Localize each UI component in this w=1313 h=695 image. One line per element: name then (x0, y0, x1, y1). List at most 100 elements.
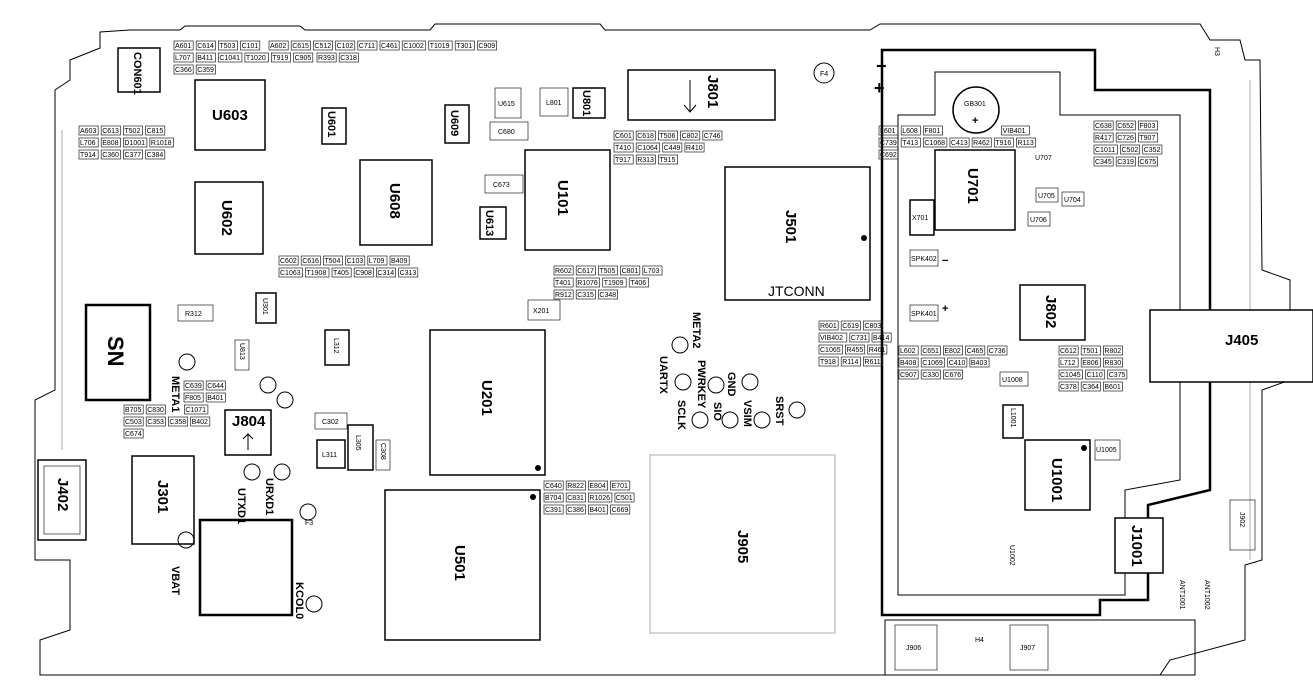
tp-vsim: VSIM (741, 400, 753, 427)
passive-label: C315 (577, 292, 594, 299)
passive-outline (845, 344, 866, 355)
svg-text:L311: L311 (322, 452, 337, 459)
svg-text:SN: SN (103, 336, 128, 367)
tp-vbat: VBAT (169, 566, 181, 595)
passive-label: B601 (1104, 384, 1120, 391)
svg-text:J905: J905 (734, 530, 751, 563)
passive-label: C313 (400, 270, 417, 277)
passive-outline (184, 404, 209, 415)
svg-text:U601: U601 (325, 111, 337, 137)
passive-outline (278, 267, 303, 278)
passive-label: C1002 (403, 43, 424, 50)
passive-label: C676 (944, 372, 961, 379)
passive-label: C613 (102, 128, 119, 135)
passive-outline (684, 142, 705, 153)
u706: U706 (1027, 211, 1051, 227)
u615: U615 (494, 87, 522, 119)
svg-text:J907: J907 (1020, 645, 1035, 652)
passive-outline (642, 265, 663, 276)
spk401: SPK401+ (909, 303, 948, 322)
passive-outline (100, 125, 121, 136)
passive-outline (323, 255, 343, 266)
passive-label: A603 (80, 128, 96, 135)
x701: X701 (909, 199, 935, 236)
passive-outline (218, 40, 238, 51)
passive-outline (100, 137, 121, 148)
passive-label: C1011 (1095, 147, 1115, 154)
passive-outline (1138, 132, 1158, 143)
passive-label: C736 (989, 348, 1006, 355)
svg-text:J902: J902 (1238, 512, 1245, 527)
passive-label: C366 (175, 67, 192, 74)
passive-label: C615 (292, 43, 309, 50)
passive-label: C375 (1109, 372, 1126, 379)
svg-text:U602: U602 (218, 200, 235, 236)
passive-outline (1103, 357, 1123, 368)
tp-meta1: META1 (169, 376, 181, 412)
passive-outline (123, 404, 144, 415)
passive-label: C640 (545, 483, 562, 490)
shield-inner-outline (897, 71, 1181, 596)
svg-text:J804: J804 (232, 413, 266, 430)
l305: L305 (347, 424, 374, 471)
passive-outline (1058, 345, 1079, 356)
passive-outline (898, 369, 919, 380)
passive-outline (428, 40, 453, 51)
passive-outline (947, 357, 968, 368)
pin1-dot-icon (1081, 445, 1087, 451)
passive-outline (553, 277, 574, 288)
passive-outline (610, 504, 631, 515)
passive-outline (331, 267, 352, 278)
passive-label: C801 (622, 268, 639, 275)
passive-label: C831 (567, 495, 584, 502)
passive-label: C905 (295, 55, 312, 62)
svg-text:U201: U201 (478, 380, 495, 416)
passive-label: L602 (900, 348, 916, 355)
svg-text:−: − (942, 255, 948, 267)
svg-text:H4: H4 (975, 637, 984, 644)
passive-outline (1093, 144, 1118, 155)
passive-label: L707 (175, 55, 191, 62)
u1008: U1008 (999, 371, 1029, 387)
j405: J405 (1149, 309, 1313, 383)
passive-outline (145, 416, 166, 427)
passive-label: C101 (242, 43, 259, 50)
passive-label: R313 (637, 157, 654, 164)
passive-label: E804 (589, 483, 605, 490)
passive-outline (345, 255, 366, 266)
l1001: L1001 (1002, 404, 1024, 439)
passive-outline (278, 255, 299, 266)
passive-outline (218, 52, 243, 63)
svg-text:L1001: L1001 (1009, 408, 1016, 428)
passive-outline (293, 52, 314, 63)
svg-text:U801: U801 (580, 90, 592, 116)
passive-outline (1058, 381, 1079, 392)
passive-outline (190, 416, 211, 427)
passive-outline (610, 480, 631, 491)
sn-label: SN (84, 303, 152, 402)
passive-outline (920, 357, 946, 368)
passive-outline (543, 492, 564, 503)
marks: F3 F4 H4 H3 ANT1001 ANT1002 − + (305, 47, 1220, 644)
passive-label: T401 (555, 280, 571, 287)
passive-outline (195, 64, 216, 75)
passive-label: T505 (599, 268, 615, 275)
j402: J402 (37, 459, 87, 541)
passive-label: C102 (337, 43, 354, 50)
passive-label: C384 (147, 152, 164, 159)
passive-label: B414 (873, 335, 889, 342)
passive-label: C449 (664, 145, 681, 152)
passive-label: R455 (847, 347, 864, 354)
svg-text:F3: F3 (305, 520, 313, 527)
l312: L312 (324, 329, 350, 366)
passive-outline (943, 345, 963, 356)
u613: U613 (479, 206, 507, 240)
r312: R312 (177, 304, 214, 322)
passive-label: C803 (864, 323, 881, 330)
svg-text:X201: X201 (533, 308, 549, 315)
svg-text:−: − (876, 56, 887, 76)
passive-label: B401 (589, 507, 605, 514)
passive-outline (613, 130, 634, 141)
passive-outline (1093, 132, 1114, 143)
passive-outline (613, 142, 634, 153)
